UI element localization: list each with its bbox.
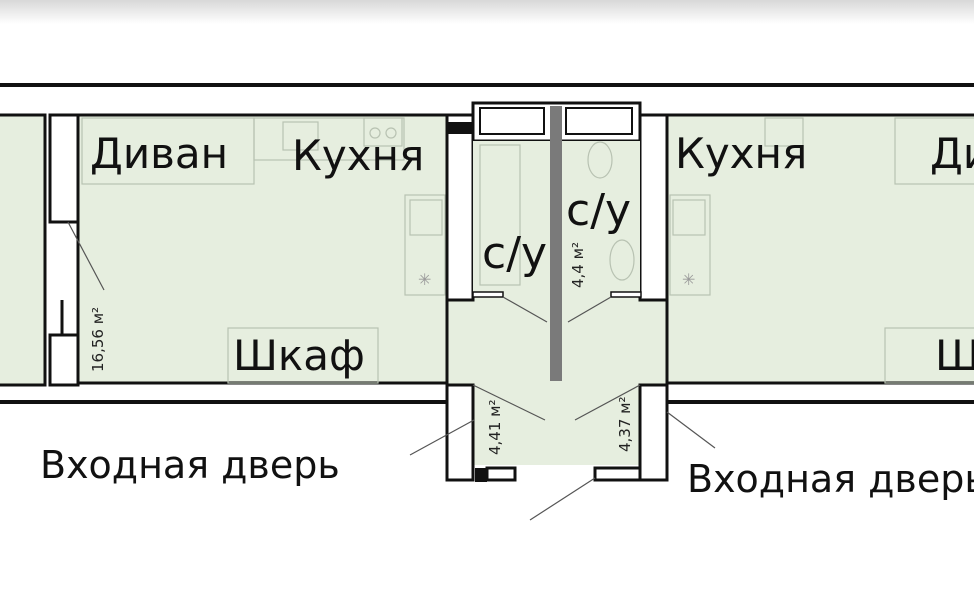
area-hall-left: 4,41 м² (486, 400, 504, 456)
vent-duct (565, 107, 633, 135)
area-hall-right: 4,37 м² (616, 397, 634, 453)
area-bathroom: 4,4 м² (569, 242, 587, 288)
wall-pillar (48, 333, 80, 387)
sink-icon (409, 199, 443, 236)
toilet-icon (587, 141, 613, 179)
area-room-left: 16,56 м² (89, 307, 107, 372)
wall-hall-left (445, 383, 475, 482)
label-entrance-left: Входная дверь (40, 443, 340, 487)
label-kitchen-right: Кухня (675, 129, 807, 178)
door-swing (574, 384, 641, 421)
room-right (665, 113, 974, 385)
door-swing (67, 221, 105, 291)
door-swing (502, 296, 548, 323)
sink-icon (672, 199, 706, 236)
door-swing (472, 384, 546, 421)
vent-duct (479, 107, 545, 135)
wall-bathroom-right (638, 113, 669, 302)
washbasin-icon (609, 239, 635, 281)
door-swing (567, 296, 612, 323)
wardrobe-left (227, 327, 379, 384)
label-bathroom-left: с/у (482, 228, 547, 279)
bathtub-icon (479, 144, 521, 286)
fridge-icon: ✳ (418, 270, 431, 289)
leader-line (409, 419, 475, 456)
label-wardrobe-right: Шкаф (935, 331, 974, 380)
stove-icon (764, 117, 804, 147)
sink-icon (282, 121, 319, 151)
sofa-right (894, 117, 974, 185)
room-partial-left (0, 113, 47, 387)
wall-hall-right (638, 383, 669, 482)
kitchen-side-counter (669, 194, 711, 296)
label-wardrobe-left: Шкаф (233, 331, 365, 380)
divider-line (550, 106, 562, 381)
label-kitchen-left: Кухня (292, 131, 424, 180)
wardrobe-right (884, 327, 974, 384)
wall-segment (447, 122, 477, 134)
kitchen-counter (253, 117, 405, 161)
kitchen-side-counter (404, 194, 446, 296)
wall-bathroom-left (445, 113, 475, 302)
leader-line (666, 411, 716, 449)
label-bathroom-right: с/у (566, 185, 631, 236)
label-entrance-right: Входная дверь (687, 457, 974, 501)
wall-pillar (48, 113, 80, 224)
top-shadow (0, 0, 974, 24)
fridge-icon: ✳ (682, 270, 695, 289)
stove-icon (363, 117, 403, 147)
label-sofa-right: Диван (930, 129, 974, 178)
door-swing (529, 477, 596, 521)
label-sofa-left: Диван (90, 129, 228, 178)
